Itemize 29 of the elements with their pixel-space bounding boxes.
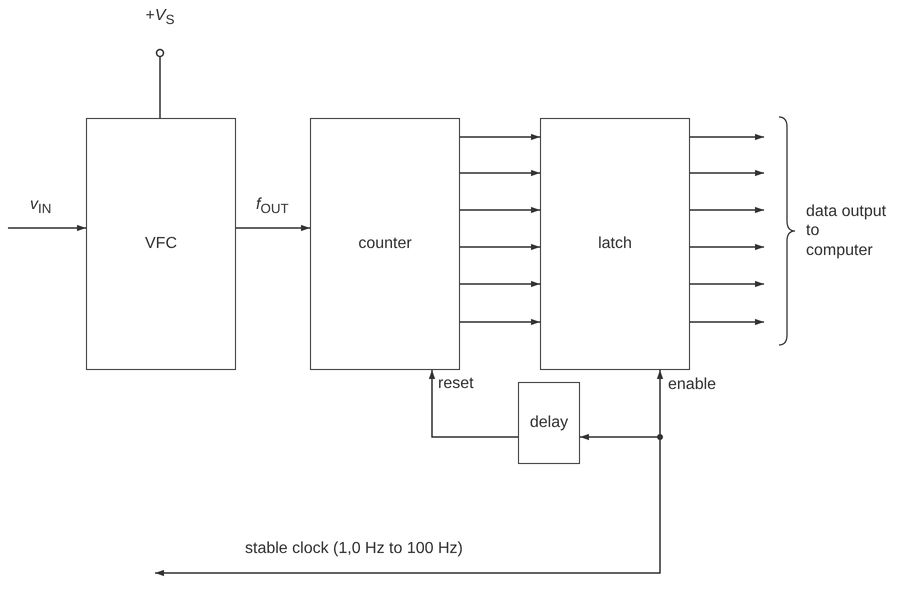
arrow: [428, 370, 518, 438]
arrow: [460, 280, 540, 288]
block-label: delay: [530, 413, 568, 433]
arrow: [690, 206, 764, 214]
block-label: +V$_{S}$: [146, 6, 174, 28]
block-box: [86, 118, 236, 370]
arrow: [690, 134, 764, 140]
arrow: [690, 318, 764, 326]
arrow: [460, 318, 540, 326]
block-box: [540, 118, 690, 370]
arrow: [460, 206, 540, 214]
arrow: [8, 224, 86, 232]
block-box: [310, 118, 460, 370]
arrow: [690, 280, 764, 288]
arrow: [460, 170, 540, 176]
arrow: [236, 224, 310, 232]
edge-label: stable clock (1,0 Hz to 100 Hz): [245, 540, 463, 558]
edge-label: f$_{OUT}$: [256, 196, 289, 216]
arrow: [690, 244, 764, 250]
arrow: [460, 134, 540, 140]
block-label: latch: [598, 234, 632, 254]
block-label: VFC: [145, 234, 177, 254]
block-box: [518, 382, 580, 464]
block-label: data output to computer: [806, 202, 888, 260]
arrow: [690, 170, 764, 176]
arrow: [460, 244, 540, 250]
block-label: counter: [358, 234, 412, 254]
arrow: [580, 434, 660, 440]
arrow: [155, 370, 664, 576]
